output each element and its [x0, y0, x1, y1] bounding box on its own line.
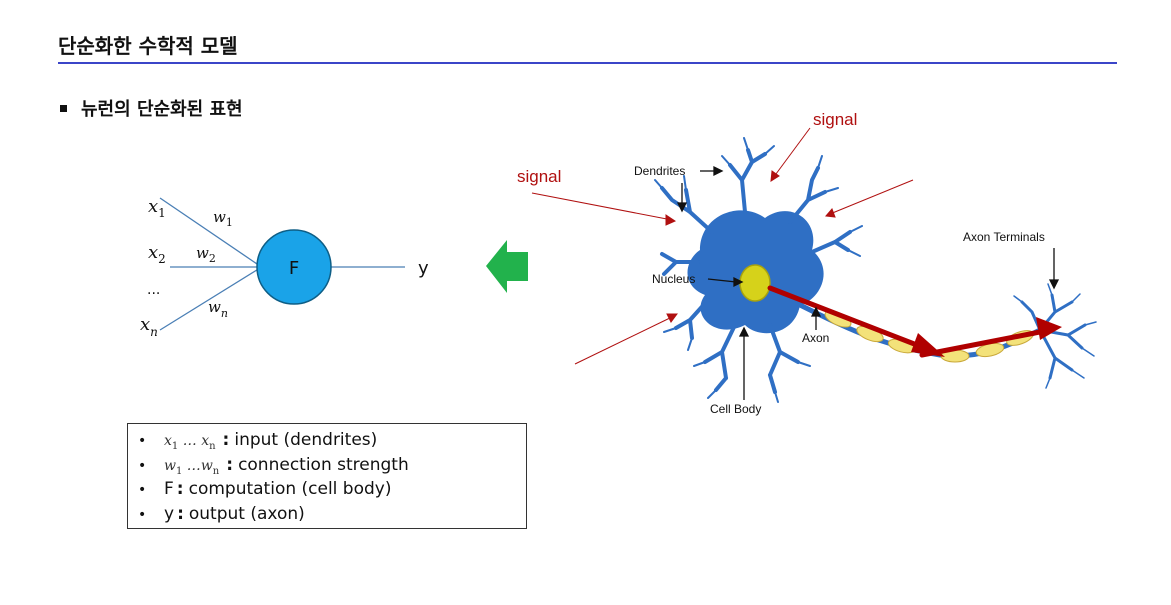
legend-item: • y : output (axon) [138, 504, 526, 529]
dendrites-shape [660, 148, 852, 394]
section-heading: 뉴런의 단순화된 표현 [81, 99, 243, 120]
weight-w2-var: w [196, 244, 209, 262]
page-title: 단순화한 수학적 모델 [58, 34, 238, 58]
input-x2-sub: 2 [158, 252, 166, 266]
perceptron-model: F y x1 x2 xn w1 w2 wn ... [140, 196, 429, 339]
weight-wn-var: w [208, 298, 221, 316]
input-xn-var: x [140, 314, 150, 335]
legend-item: • x1 … xn : input (dendrites) [138, 430, 526, 455]
legend-symbol: F [164, 479, 174, 499]
axon-label: Axon [802, 331, 829, 345]
nucleus-shape [739, 264, 771, 302]
input-x1-sub: 1 [158, 206, 166, 220]
input-ellipsis: ... [147, 282, 160, 298]
legend-item: • F : computation (cell body) [138, 479, 526, 504]
weight-wn: wn [208, 298, 228, 320]
legend-separator: : [176, 479, 184, 499]
cell-body-label: Cell Body [710, 402, 761, 416]
weight-w1-sub: 1 [226, 216, 233, 229]
legend-separator: : [177, 503, 184, 524]
left-arrow-icon [486, 240, 528, 293]
arrowhead-2 [1036, 317, 1062, 340]
weight-w2-sub: 2 [209, 252, 216, 265]
input-x1: x1 [148, 196, 166, 220]
bullet-dot-icon: • [138, 482, 147, 498]
legend-math: w1 …wn [164, 457, 220, 477]
weight-wn-sub: n [221, 307, 228, 320]
input-x1-var: x [148, 196, 158, 217]
bullet-dot-icon: • [138, 457, 147, 474]
legend-box: • x1 … xn : input (dendrites) • w1 …wn :… [127, 423, 527, 529]
output-label: y [418, 258, 429, 279]
weight-w1-var: w [213, 208, 226, 226]
weight-w1: w1 [213, 208, 233, 229]
legend-text: output (axon) [188, 503, 305, 524]
dendrite-tips [654, 137, 863, 403]
legend-separator: : [222, 430, 230, 450]
input-xn-sub: n [150, 325, 158, 339]
annotation-pointers [676, 165, 1060, 400]
signal-label-top: signal [813, 110, 857, 129]
input-x2-var: x [148, 242, 158, 263]
square-bullet-icon [60, 104, 67, 112]
section-bullet: 뉴런의 단순화된 표현 [60, 95, 243, 121]
computation-node [256, 229, 332, 305]
nucleus-label: Nucleus [652, 272, 695, 286]
node-label: F [289, 258, 299, 279]
legend-text: input (dendrites) [234, 430, 378, 450]
legend-item: • w1 …wn : connection strength [138, 455, 526, 480]
axon-terminals-label: Axon Terminals [963, 230, 1045, 244]
legend-separator: : [226, 454, 234, 475]
axon-signal-arrow [767, 285, 1053, 358]
legend-text: computation (cell body) [188, 479, 392, 499]
input-edge-n [159, 267, 261, 331]
neuron-illustration: Dendrites Nucleus Axon Cell Body Axon Te… [517, 110, 1097, 416]
legend-text: connection strength [238, 454, 409, 475]
weight-w2: w2 [196, 244, 216, 265]
bullet-dot-icon: • [138, 506, 147, 523]
arrowhead-1 [911, 333, 945, 357]
input-xn: xn [140, 314, 158, 339]
input-edge-1 [159, 197, 261, 267]
title-divider [58, 62, 1117, 64]
signal-arrows [531, 127, 914, 365]
input-x2: x2 [148, 242, 166, 266]
dendrites-label: Dendrites [634, 164, 685, 178]
legend-math: x1 … xn [164, 433, 216, 452]
legend-symbol: y [164, 503, 175, 524]
signal-label-left: signal [517, 167, 561, 186]
axon-terminals-shape [1020, 293, 1087, 380]
bullet-dot-icon: • [138, 433, 147, 449]
